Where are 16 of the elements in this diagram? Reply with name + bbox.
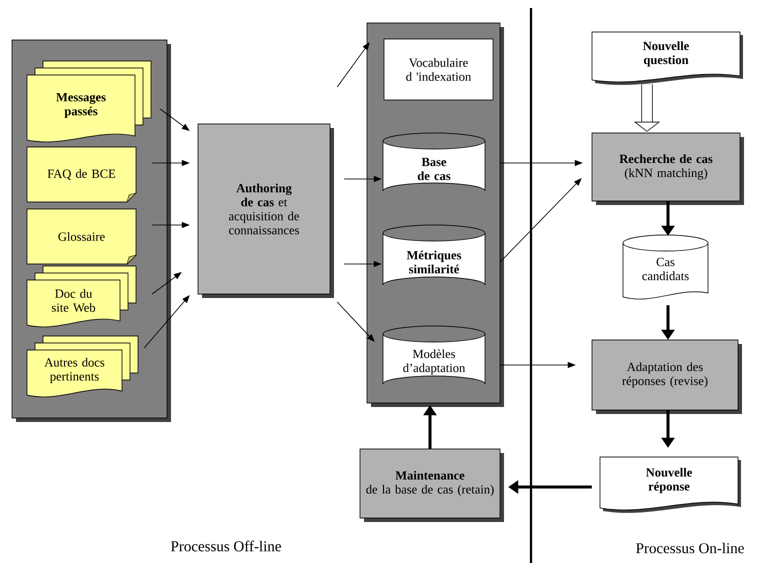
- process-box: Adaptation des réponses (revise): [592, 340, 742, 414]
- vocabulary-box: Vocabulaire d 'indexation: [384, 38, 494, 100]
- database-cylinder: Modèles d’adaptation: [382, 326, 486, 384]
- process-box: Authoring de cas et acquisition de connaissances: [198, 124, 334, 298]
- database-cylinder: Métriques similarité: [382, 224, 486, 286]
- section-label: Processus Off-line: [170, 540, 281, 552]
- document-stack: Messages passés: [26, 60, 152, 142]
- document-sheet: Glossaire: [26, 208, 136, 264]
- database-cylinder: Base de cas: [382, 132, 486, 192]
- document-stack: Autres docs pertinents: [26, 336, 138, 398]
- section-label: Processus On-line: [636, 542, 744, 554]
- document-sheet: FAQ de BCE: [26, 146, 136, 202]
- process-box: Recherche de cas (kNN matching): [592, 132, 744, 205]
- process-box: Maintenance de la base de cas (retain): [360, 448, 504, 522]
- document-stack: Doc du site Web: [26, 266, 136, 328]
- database-cylinder: Cas candidats: [622, 234, 708, 300]
